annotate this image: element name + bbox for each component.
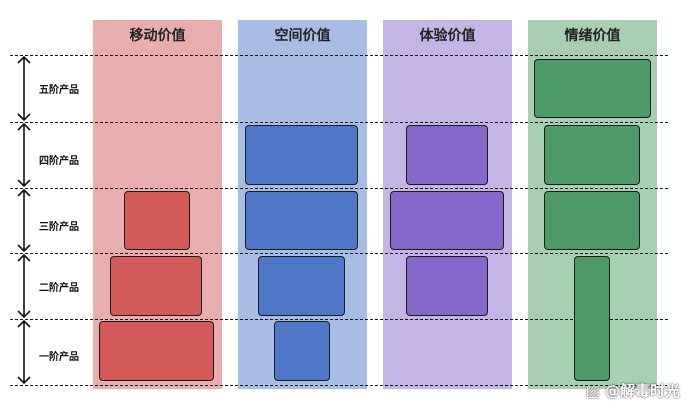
tier-arrow-icon [17,189,31,252]
mobility-tier-3-box [124,191,190,250]
tier-divider [10,319,668,320]
tier-arrow-icon [17,123,31,187]
watermark-text: @解毒时光 [604,382,680,400]
tier-label-5: 五阶产品 [39,85,79,96]
tier-label-2: 二阶产品 [39,283,79,294]
tier-arrow-icon [17,56,31,121]
space-tier-1-box [274,321,330,381]
tier-divider [10,122,668,123]
experience-tier-4-box [406,125,488,185]
tier-arrow-icon [17,254,31,318]
emotion-tier-5-box [534,59,651,118]
tier-arrow-icon [17,320,31,384]
emotion-tier-3-box [544,191,640,250]
experience-tier-2-box [406,256,488,316]
space-tier-3-box [245,191,358,250]
tier-label-4: 四阶产品 [39,156,79,167]
mobility-tier-1-box [99,321,214,381]
mobility-tier-2-box [110,256,202,316]
tier-divider-top [10,55,668,56]
space-tier-2-box [258,256,345,316]
column-title-experience: 体验价值 [419,28,476,44]
tier-divider-bottom [10,385,668,386]
column-title-emotion: 情绪价值 [564,28,621,44]
watermark-logo-icon: ▨ [585,382,600,400]
emotion-tier-4-box [544,125,640,185]
tier-divider [10,188,668,189]
space-tier-4-box [245,125,358,185]
column-title-space: 空间价值 [274,28,331,44]
watermark: ▨ @解毒时光 [586,380,680,401]
emotion-tier-1-2-box [574,256,610,381]
column-title-mobility: 移动价值 [129,28,186,44]
experience-tier-3-box [390,191,504,250]
tier-label-1: 一阶产品 [39,352,79,363]
tier-label-3: 三阶产品 [39,222,79,233]
tier-divider [10,253,668,254]
